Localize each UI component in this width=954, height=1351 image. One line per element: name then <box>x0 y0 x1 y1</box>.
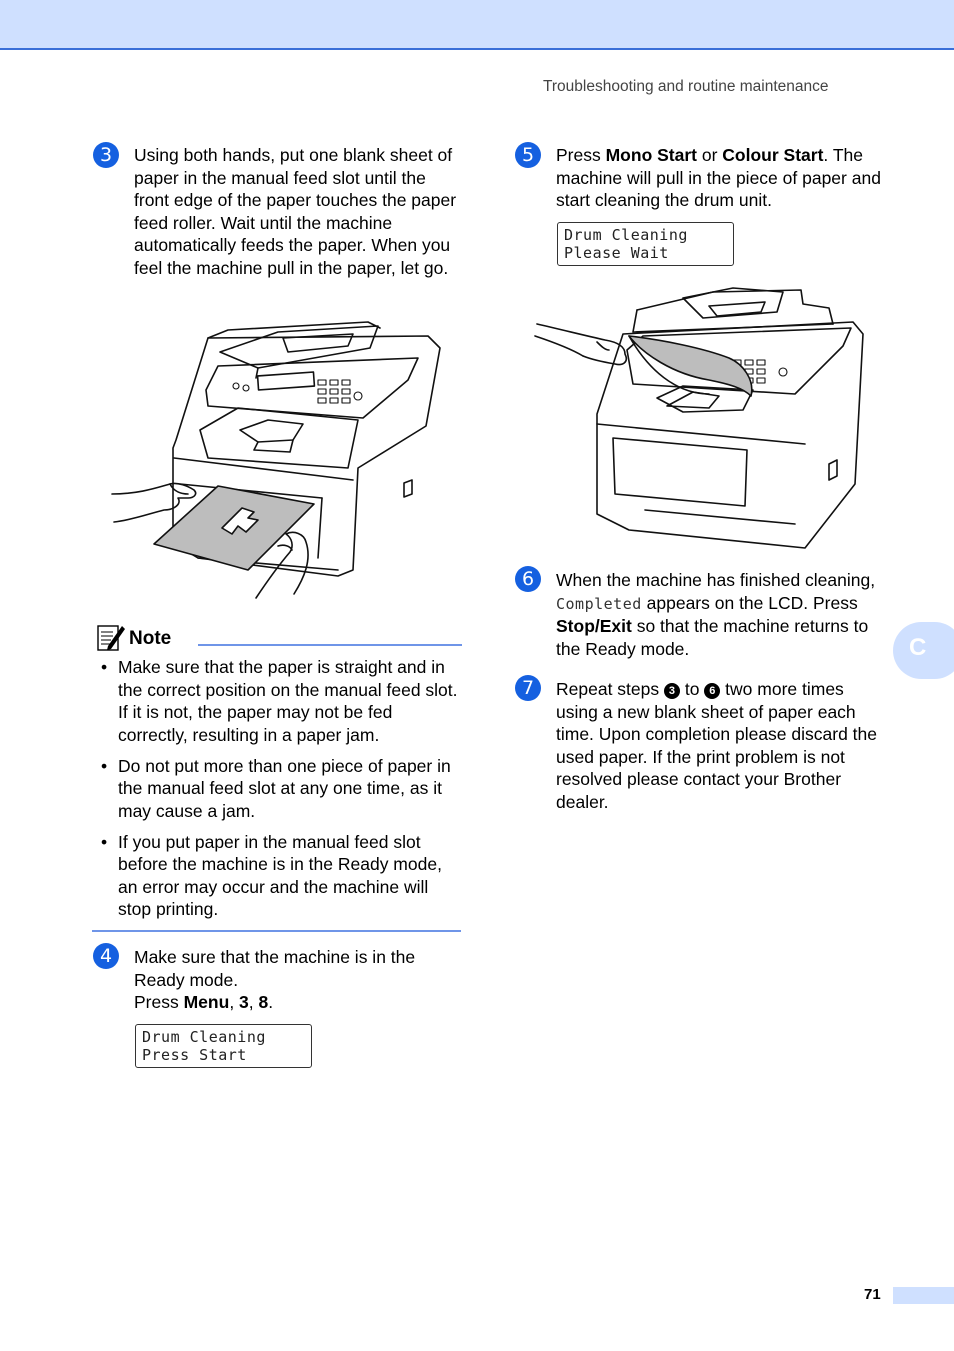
step-7-text: Repeat steps 3 to 6 two more times using… <box>556 678 886 813</box>
step-6-mid: appears on the LCD. Press <box>641 592 858 613</box>
step-4-end: . <box>268 992 274 1012</box>
step-ref-3: 3 <box>663 683 680 699</box>
key-3: 3 <box>239 992 249 1012</box>
step-4-text: Make sure that the machine is in the Rea… <box>134 946 464 1014</box>
lcd-step-4-line2: Press Start <box>142 1046 247 1064</box>
footer-band <box>893 1287 954 1304</box>
step-ref-6: 6 <box>704 683 721 699</box>
step-3-text: Using both hands, put one blank sheet of… <box>134 145 457 278</box>
step-5-number: 5 <box>515 142 541 168</box>
step-3-number: 3 <box>93 142 119 168</box>
step-7-number: 7 <box>515 675 541 701</box>
menu-key: Menu <box>183 992 230 1012</box>
step-6-text: When the machine has finished cleaning, … <box>556 569 886 660</box>
lcd-step-4: Drum Cleaning Press Start <box>135 1024 312 1068</box>
step-4-number: 4 <box>93 943 119 969</box>
note-header: Note <box>96 622 462 654</box>
key-8: 8 <box>258 992 269 1012</box>
paper-pulled-illustration <box>534 287 864 549</box>
step-4-sep2: , <box>248 992 259 1012</box>
step-6-pre: When the machine has finished cleaning, <box>556 570 876 590</box>
lcd-step-5: Drum Cleaning Please Wait <box>557 222 734 266</box>
step-4-press: Press <box>134 992 184 1012</box>
step-7-pre: Repeat steps <box>556 679 664 699</box>
colour-start-key: Colour Start <box>722 145 824 165</box>
header-band <box>0 0 954 50</box>
lcd-step-5-line1: Drum Cleaning <box>564 226 688 244</box>
step-4-line1: Make sure that the machine is in the Rea… <box>134 947 416 990</box>
chapter-side-tab: C <box>893 622 954 679</box>
note-item-1: Make sure that the paper is straight and… <box>96 656 462 746</box>
lcd-step-5-line2: Please Wait <box>564 244 669 262</box>
step-6-number: 6 <box>515 566 541 592</box>
step-5-press: Press <box>556 145 606 165</box>
manual-feed-illustration <box>111 321 441 599</box>
completed-lcd-text: Completed <box>556 594 642 613</box>
note-list: Make sure that the paper is straight and… <box>96 656 462 929</box>
note-item-3: If you put paper in the manual feed slot… <box>96 831 462 921</box>
mono-start-key: Mono Start <box>605 145 697 165</box>
running-head: Troubleshooting and routine maintenance <box>543 78 829 95</box>
note-rule-bottom <box>92 930 461 932</box>
step-4-sep1: , <box>229 992 240 1012</box>
step-7-to: to <box>679 679 705 699</box>
step-7-post: two more times using a new blank sheet o… <box>556 679 878 812</box>
note-item-2: Do not put more than one piece of paper … <box>96 755 462 823</box>
lcd-step-4-line1: Drum Cleaning <box>142 1028 266 1046</box>
note-rule-top <box>198 644 462 646</box>
chapter-letter: C <box>909 634 927 661</box>
step-5-text: Press Mono Start or Colour Start. The ma… <box>556 144 891 212</box>
step-5-rest: . The machine will pull in the piece of … <box>556 145 881 210</box>
page-number: 71 <box>864 1286 881 1303</box>
note-title: Note <box>129 628 172 649</box>
step-6-post: so that the machine returns to the Ready… <box>556 616 869 659</box>
step-5-or: or <box>697 145 723 165</box>
note-pencil-icon <box>97 625 125 651</box>
stop-exit-key: Stop/Exit <box>556 616 632 636</box>
